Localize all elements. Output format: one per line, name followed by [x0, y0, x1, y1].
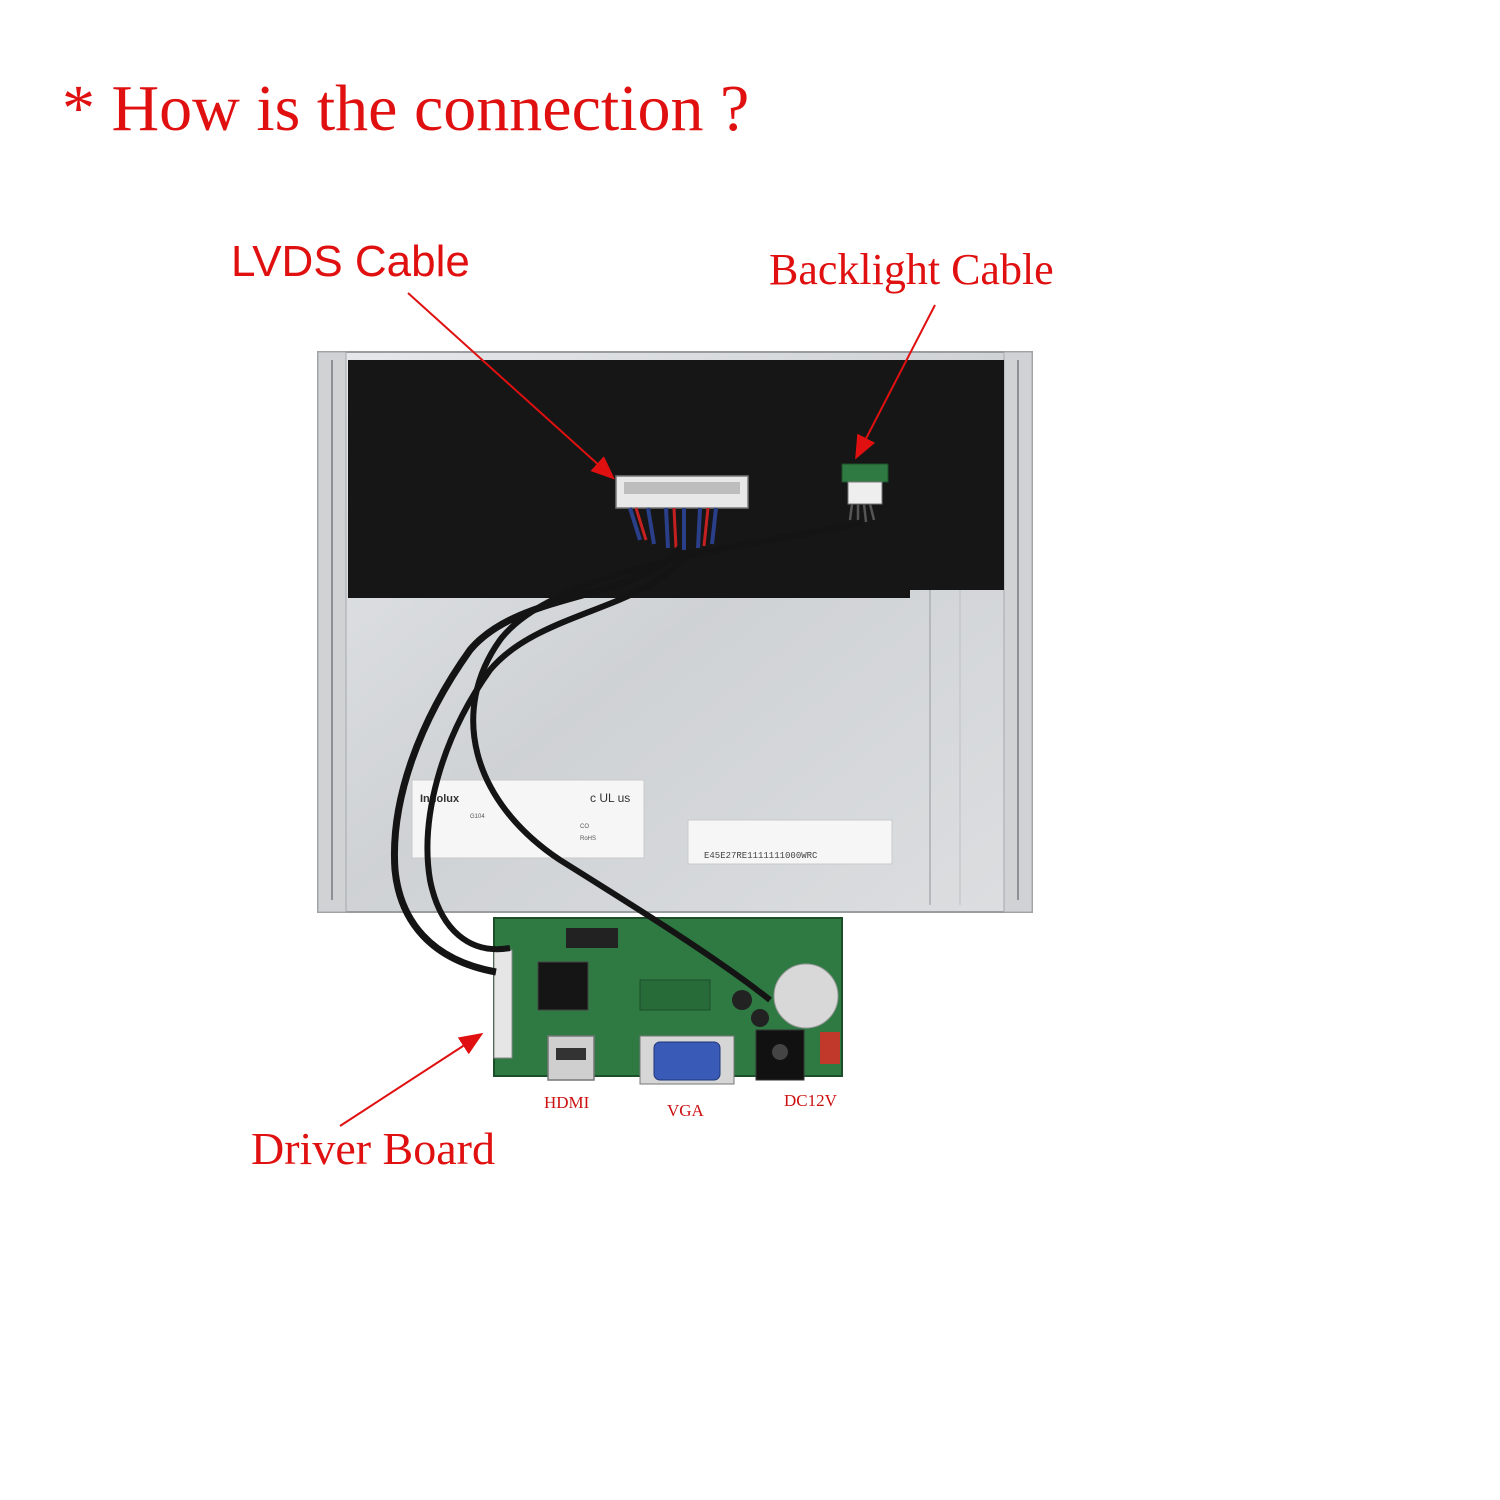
lvds-cable-callout: LVDS Cable — [231, 237, 470, 286]
vga-port — [639, 1035, 735, 1085]
svg-text:Innolux: Innolux — [420, 793, 460, 805]
svg-text:CO: CO — [580, 824, 589, 830]
backlight-connector — [841, 463, 889, 523]
lvds-cable-wire-2 — [424, 548, 693, 953]
backlight-cable-callout: Backlight Cable — [769, 245, 1054, 294]
svg-text:c UL us: c UL us — [590, 791, 630, 805]
panel-label-right: E45E27RE1111111000WRC — [687, 819, 893, 865]
dc12v-label: DC12V — [784, 1091, 837, 1110]
lvds-arrow — [407, 292, 615, 480]
driver-board-callout: Driver Board — [251, 1123, 495, 1174]
backlight-arrow — [855, 304, 936, 460]
lvds-cable-wire — [390, 545, 683, 976]
hdmi-port — [547, 1035, 595, 1081]
svg-text:RoHS: RoHS — [580, 836, 596, 842]
svg-text:G104: G104 — [470, 814, 485, 820]
hdmi-label: HDMI — [544, 1093, 590, 1112]
lvds-connector — [615, 475, 749, 550]
panel-label-left: Innolux c UL us G104 CO RoHS — [411, 779, 645, 859]
vga-label: VGA — [667, 1101, 704, 1120]
backlight-cable-wire — [470, 519, 863, 1003]
page-title: * How is the connection ? — [62, 72, 750, 145]
driver-board-arrow — [339, 1032, 484, 1127]
dc12v-port — [755, 1029, 805, 1081]
svg-text:E45E27RE1111111000WRC: E45E27RE1111111000WRC — [704, 851, 818, 861]
